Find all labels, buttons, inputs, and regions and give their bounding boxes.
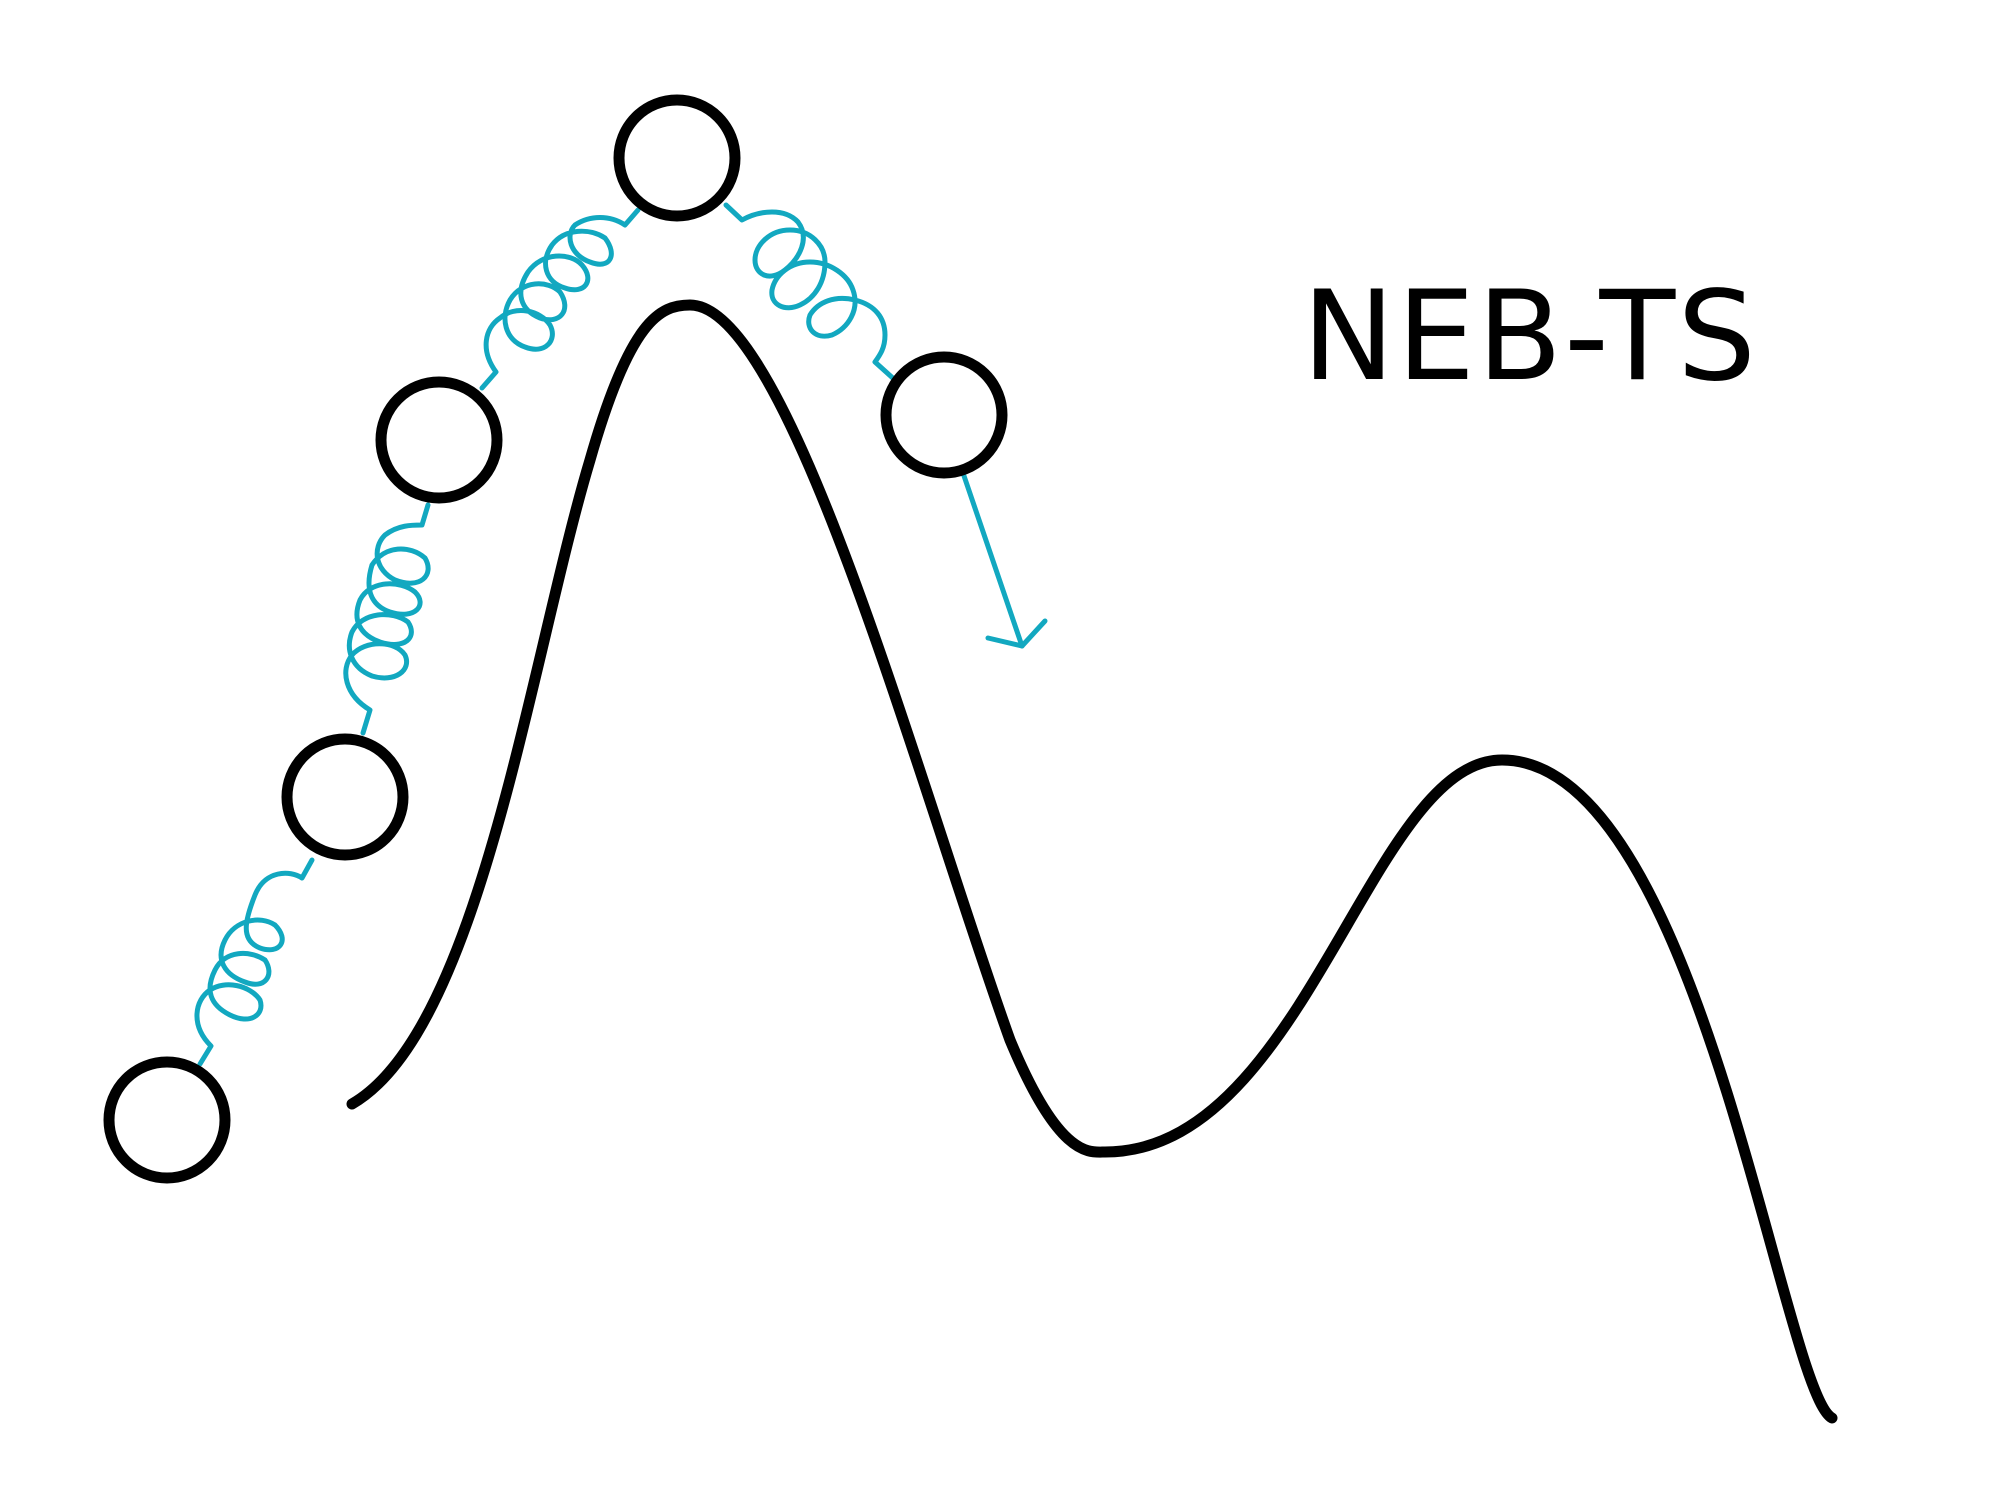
energy-curve xyxy=(346,299,1838,1424)
bead-1 xyxy=(103,1056,231,1184)
bead-4 xyxy=(613,94,741,222)
springs xyxy=(194,202,898,1067)
spring-1 xyxy=(194,857,315,1067)
force-arrow xyxy=(959,467,1048,649)
bead-3 xyxy=(375,376,503,504)
spring-4 xyxy=(723,202,898,383)
bead-2 xyxy=(281,733,409,861)
spring-3 xyxy=(479,207,641,391)
bead-5 xyxy=(880,351,1008,479)
beads xyxy=(103,94,1008,1184)
diagram-title: NEB-TS xyxy=(1302,265,1758,409)
spring-2 xyxy=(343,502,431,736)
